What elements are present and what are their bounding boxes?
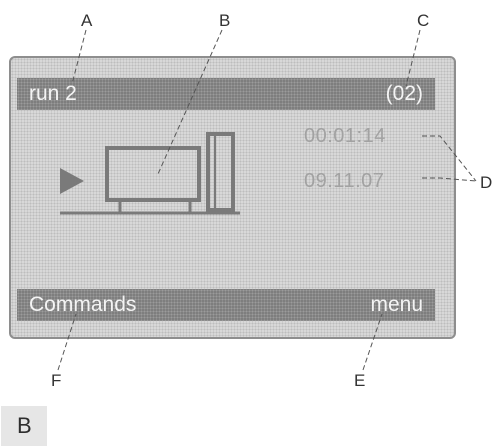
- callout-b: B: [219, 11, 231, 30]
- figure-tag: B: [1, 406, 47, 446]
- callout-e: E: [354, 371, 366, 390]
- softkey-menu[interactable]: menu: [370, 293, 423, 316]
- callout-d: D: [480, 173, 493, 192]
- callout-a: A: [81, 11, 93, 30]
- softkey-bar: Commands menu: [17, 289, 435, 321]
- callout-c: C: [417, 11, 430, 30]
- softkey-commands[interactable]: Commands: [29, 293, 137, 316]
- callout-f: F: [51, 371, 62, 390]
- date-readout: 09.11.07: [304, 170, 385, 192]
- time-readout: 00:01:14: [304, 125, 386, 147]
- title-bar: run 2 (02): [17, 78, 435, 110]
- program-number: (02): [385, 82, 423, 105]
- program-name: run 2: [29, 82, 77, 105]
